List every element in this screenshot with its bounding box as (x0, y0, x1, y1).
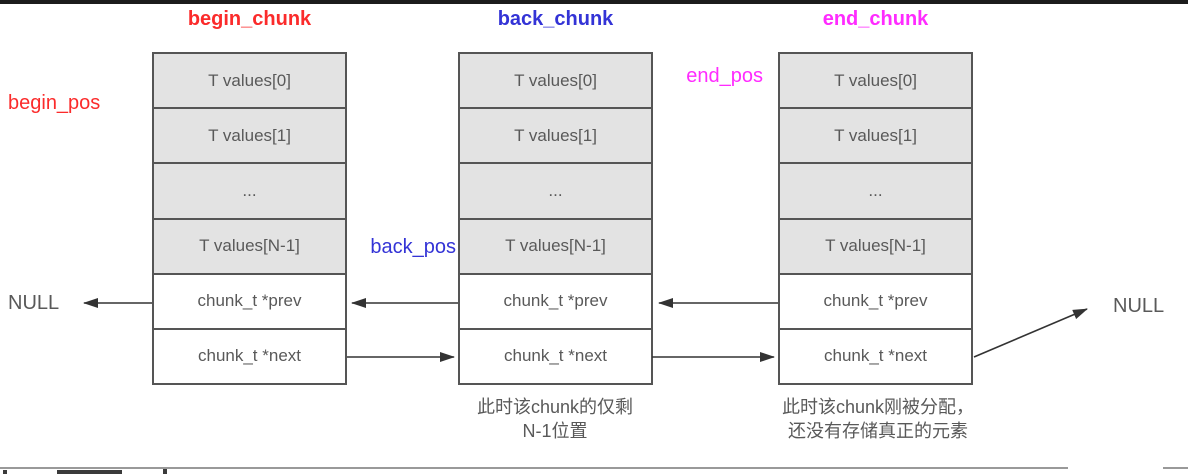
begin-chunk-title: begin_chunk (187, 8, 312, 30)
end-chunk-caption: 此时该chunk刚被分配， 还没有存储真正的元素 (748, 395, 1008, 443)
chunk-cell: T values[N-1] (154, 219, 345, 275)
chunk-cell-next: chunk_t *next (780, 329, 971, 384)
arrow-end-next-to-null (973, 308, 1088, 358)
chunk-cell: ... (780, 164, 971, 220)
clipped-text-fragment (3, 470, 7, 474)
chunk-cell-prev: chunk_t *prev (460, 274, 651, 330)
clipped-text-fragment (163, 469, 167, 474)
back-pos-label: back_pos (370, 236, 456, 258)
chunk-cell: T values[1] (460, 109, 651, 165)
caption-line: 此时该chunk的仅剩 (476, 397, 634, 417)
clipped-text-fragment (57, 470, 122, 474)
end-chunk-box: T values[0] T values[1] ... T values[N-1… (778, 52, 973, 385)
null-label-left: NULL (8, 292, 60, 314)
bottom-divider (0, 467, 1068, 469)
null-label-right: NULL (1113, 295, 1165, 317)
chunk-cell: T values[N-1] (460, 219, 651, 275)
chunk-cell: T values[N-1] (780, 219, 971, 275)
end-pos-label: end_pos (686, 65, 763, 87)
caption-line: N-1位置 (522, 421, 588, 441)
back-chunk-title: back_chunk (497, 8, 614, 30)
chunk-cell: T values[0] (154, 54, 345, 110)
chunk-cell: ... (460, 164, 651, 220)
caption-line: 此时该chunk刚被分配， (781, 397, 975, 417)
end-chunk-title: end_chunk (822, 8, 929, 30)
chunk-cell-next: chunk_t *next (460, 329, 651, 384)
back-chunk-caption: 此时该chunk的仅剩 N-1位置 (425, 395, 685, 443)
chunk-cell-prev: chunk_t *prev (780, 274, 971, 330)
begin-chunk-box: T values[0] T values[1] ... T values[N-1… (152, 52, 347, 385)
chunk-cell: T values[1] (780, 109, 971, 165)
begin-pos-label: begin_pos (8, 92, 101, 114)
top-divider (0, 0, 1188, 4)
bottom-divider (1163, 467, 1188, 469)
caption-line: 还没有存储真正的元素 (788, 421, 968, 441)
back-chunk-box: T values[0] T values[1] ... T values[N-1… (458, 52, 653, 385)
chunk-cell: T values[0] (460, 54, 651, 110)
chunk-cell-next: chunk_t *next (154, 329, 345, 384)
chunk-cell: ... (154, 164, 345, 220)
chunk-cell-prev: chunk_t *prev (154, 274, 345, 330)
chunk-cell: T values[0] (780, 54, 971, 110)
chunk-cell: T values[1] (154, 109, 345, 165)
